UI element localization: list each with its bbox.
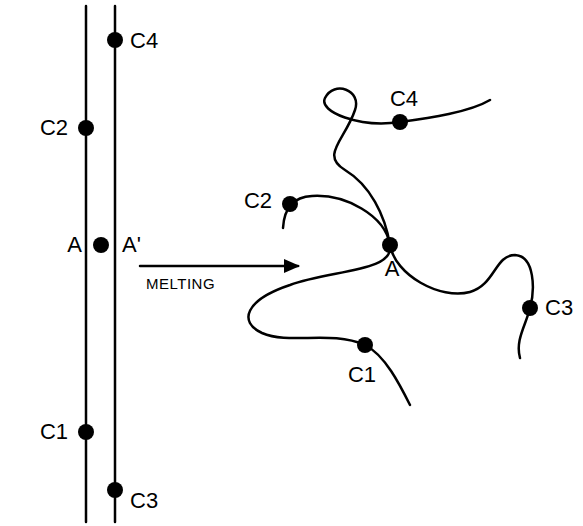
- site-label: A: [67, 234, 82, 256]
- arrow-shaft: [140, 265, 298, 268]
- monomer-dot: [78, 120, 94, 136]
- site-label: C3: [545, 297, 573, 319]
- chain-line: [114, 6, 117, 522]
- monomer-dot: [357, 337, 373, 353]
- site-label: C1: [40, 421, 68, 443]
- monomer-dot: [78, 424, 94, 440]
- site-label: C4: [130, 30, 158, 52]
- site-label: C1: [348, 364, 376, 386]
- monomer-dot: [522, 300, 538, 316]
- site-label: C4: [390, 88, 418, 110]
- site-label: C2: [40, 117, 68, 139]
- melted-chain: [324, 89, 533, 358]
- monomer-dot: [107, 32, 123, 48]
- site-label: A: [385, 258, 400, 280]
- monomer-dot: [392, 114, 408, 130]
- site-label: A': [122, 234, 141, 256]
- monomer-dot: [107, 482, 123, 498]
- site-label: C2: [244, 190, 272, 212]
- crosslink-dot: [382, 237, 398, 253]
- monomer-dot: [282, 196, 298, 212]
- crosslink-dot: [93, 237, 109, 253]
- arrow-head: [284, 259, 300, 273]
- chain-line: [85, 6, 88, 522]
- site-label: C3: [130, 490, 158, 512]
- process-label: MELTING: [146, 276, 215, 291]
